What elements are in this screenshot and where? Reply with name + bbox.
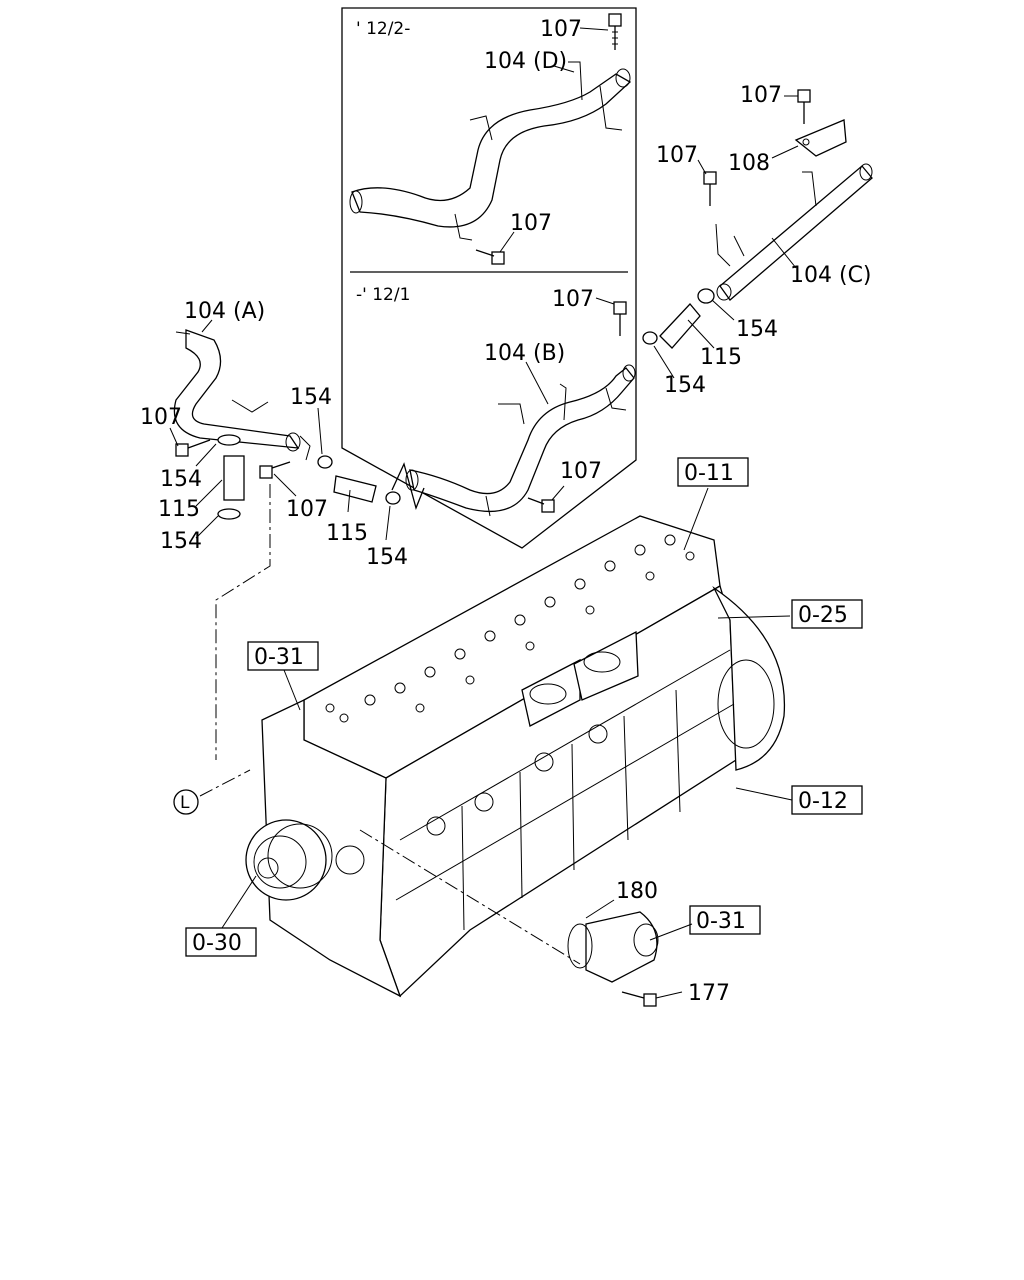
bolt-icon [703,171,717,206]
leader-lines [169,27,799,999]
part-label-104b: 104 (B) [484,341,565,366]
pipe-104d [349,61,632,241]
part-label-107: 107 [656,143,698,168]
ref-label-0-25: 0-25 [798,603,848,628]
part-label-104c: 104 (C) [790,263,872,288]
ref-box-0-12 [791,785,863,815]
part-label-107: 107 [560,459,602,484]
clamp-icon [385,491,401,505]
engine-block [245,515,786,998]
part-label-154: 154 [160,529,202,554]
break-mark [391,462,425,511]
ref-label-0-31: 0-31 [696,909,746,934]
bolt-icon [613,301,627,336]
ref-label-0-12: 0-12 [798,789,848,814]
part-label-107: 107 [540,17,582,42]
ref-label-0-30: 0-30 [192,931,242,956]
clamp-icon [217,508,241,520]
bolt-icon [797,89,811,124]
connector-label-l: L [180,793,190,813]
part-label-154: 154 [160,467,202,492]
bracket-108-icon [794,119,847,157]
ref-label-0-31: 0-31 [254,645,304,670]
variant-label-lower: -' 12/1 [356,285,410,305]
part-label-154: 154 [736,317,778,342]
bolt-icon [621,991,657,1007]
part-label-154: 154 [290,385,332,410]
bolt-icon [527,497,555,513]
bolt-icon [475,249,505,265]
ref-label-0-11: 0-11 [684,461,734,486]
ref-box-0-31 [247,641,319,671]
ref-box-0-31 [689,905,761,935]
clamp-icon [317,455,333,469]
part-label-115: 115 [326,521,368,546]
variant-label-upper: ' 12/2- [356,19,410,39]
bolt-icon [175,439,211,457]
part-label-108: 108 [728,151,770,176]
part-label-107: 107 [510,211,552,236]
part-label-107: 107 [140,405,182,430]
part-label-115: 115 [158,497,200,522]
pipe-104b [405,364,636,517]
part-label-115: 115 [700,345,742,370]
hose-icon [333,475,377,503]
part-label-107: 107 [740,83,782,108]
hose-icon [659,303,701,349]
ref-box-0-25 [791,599,863,629]
bolt-icon [608,13,622,50]
part-label-107: 107 [552,287,594,312]
clamp-icon [217,434,241,446]
part-label-177: 177 [688,981,730,1006]
pipe-104c [715,163,873,301]
variant-inset-box [341,7,637,549]
hose-icon [223,455,245,501]
ref-box-0-30 [185,927,257,957]
pipe-104a [173,329,311,461]
part-label-104d: 104 (D) [484,49,567,74]
bolt-icon [259,461,291,479]
ref-box-0-11 [677,457,749,487]
part-label-104a: 104 (A) [184,299,265,324]
clamp-icon [697,288,715,304]
clamp-icon [642,331,658,345]
part-label-154: 154 [366,545,408,570]
connector-circle-l [173,789,199,815]
part-label-107: 107 [286,497,328,522]
part-label-154: 154 [664,373,706,398]
part-label-180: 180 [616,879,658,904]
